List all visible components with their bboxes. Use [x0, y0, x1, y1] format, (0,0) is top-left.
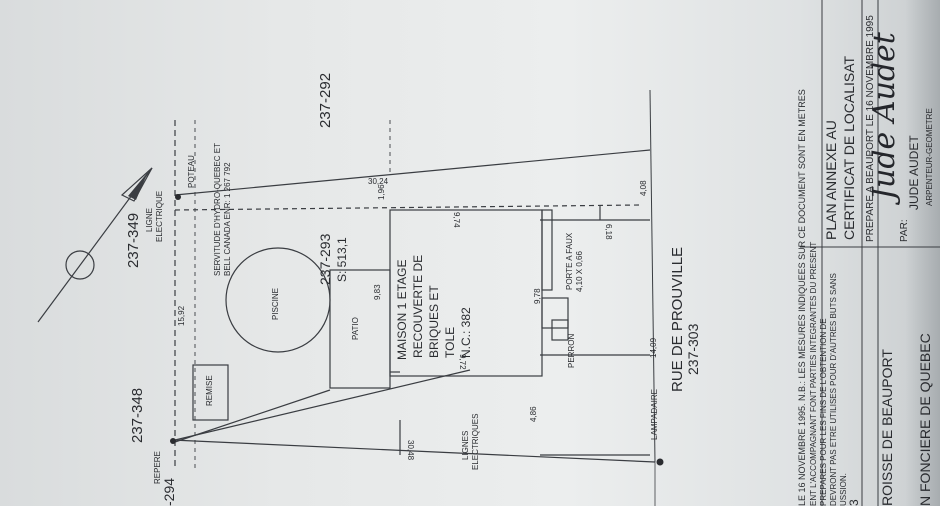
servitude-line — [174, 204, 641, 211]
house-civic: N.C.: 382 — [459, 307, 473, 358]
poteau-label: POTEAU — [187, 155, 196, 188]
perron-label: PERRON — [567, 333, 576, 368]
street-name: RUE DE PROUVILLE — [669, 246, 686, 392]
lot-label-north-right: 237-292 — [317, 72, 334, 128]
dim-4-86: 4,86 — [529, 406, 538, 422]
lot-label-subject: 237-293 — [317, 233, 333, 285]
house-line-1: MAISON 1 ETAGE — [395, 259, 409, 360]
measure-note: LE 16 NOVEMBRE 1995. N.B.: LES MESURES I… — [797, 89, 807, 506]
dim-15-92: 15,92 — [177, 305, 186, 326]
dim-9-78: 9,78 — [533, 288, 542, 304]
piscine-label: PISCINE — [271, 287, 280, 320]
surveyor-signature: Jude Audet — [867, 32, 902, 200]
dim-9-74: 9,74 — [452, 212, 461, 228]
property-line-east — [174, 149, 651, 196]
perron — [541, 297, 569, 329]
dim-1-96: 1,96 — [377, 184, 386, 200]
lot-label-west: -294 — [161, 477, 177, 506]
property-line-west — [171, 439, 656, 463]
paper-shadow — [905, 0, 940, 506]
dim-14-09: 14,09 — [649, 337, 658, 358]
lot-area: S: 513,1 — [335, 237, 349, 282]
remise — [192, 364, 229, 421]
lignes-elec-label-2: ELECTRIQUES — [471, 413, 480, 470]
porte-label: PORTE A FAUX — [565, 232, 574, 290]
north-arrow-circle — [65, 250, 95, 280]
ligne-elec-label-2: ELECTRIQUE — [155, 190, 164, 242]
fine-print-2: PREPARES POUR LES FINS DE L'OBTENTION DE — [819, 318, 828, 506]
porte-a-faux — [541, 209, 553, 291]
remise-label: REMISE — [205, 375, 214, 406]
dim-30-48: 30,48 — [406, 440, 415, 461]
fine-print-3: DEVRONT PAS ETRE UTILISES POUR D'AUTRES … — [829, 273, 838, 506]
dim-30-24: 30,24 — [368, 177, 389, 186]
dim-9-72: 9,72 — [458, 354, 467, 370]
dim-6-18: 6,18 — [604, 224, 613, 240]
patio-label: PATIO — [351, 317, 360, 340]
servitude-label-1: SERVITUDE D'HYDRO-QUEBEC ET — [213, 143, 222, 276]
dim-4-08: 4,08 — [639, 180, 648, 196]
lot-label-north-left: 237-348 — [129, 387, 146, 443]
patio — [329, 269, 391, 389]
paroisse-label: ROISSE DE BEAUPORT — [879, 349, 895, 506]
poteau-point — [175, 194, 181, 200]
house-line-3: BRIQUES ET — [427, 285, 441, 358]
title-line-1: PLAN ANNEXE AU — [823, 120, 839, 240]
lampadaire-label: LAMPADAIRE — [650, 389, 659, 440]
dim-9-83: 9,83 — [373, 284, 382, 300]
piscine — [225, 247, 331, 353]
surveyor-name: JUDE AUDET — [907, 135, 921, 210]
fonciere-label: N FONCIERE DE QUEBEC — [917, 333, 933, 506]
lot-label-north-mid: 237-349 — [125, 212, 142, 268]
lot-label-south: 237-303 — [685, 323, 701, 375]
repere-label: REPERE — [153, 451, 162, 484]
ligne-elec-label-1: LIGNE — [145, 207, 154, 232]
electric-line — [174, 369, 471, 441]
north-arrow-head — [120, 167, 153, 202]
house-line-2: RECOUVERTE DE — [411, 254, 425, 358]
servitude-label-2: BELL CANADA ENR: 1 267 792 — [223, 162, 232, 276]
par-label: PAR: — [899, 219, 910, 242]
lignes-elec-label-1: LIGNES — [461, 430, 470, 460]
fine-print-1: ENT L'ACCOMPAGNANT FONT PARTIES INTEGRAN… — [809, 241, 818, 506]
repere-point — [170, 438, 176, 444]
surveyor-role: ARPENTEUR-GEOMETRE — [925, 108, 934, 206]
house-line-4: TOLE — [443, 326, 457, 358]
lampadaire-point — [656, 458, 664, 466]
porte-dim-label: 4,10 X 0,66 — [575, 251, 584, 292]
property-line-street — [649, 89, 656, 463]
title-line-2: CERTIFICAT DE LOCALISAT — [841, 55, 857, 240]
index-label: 3 — [847, 499, 861, 506]
